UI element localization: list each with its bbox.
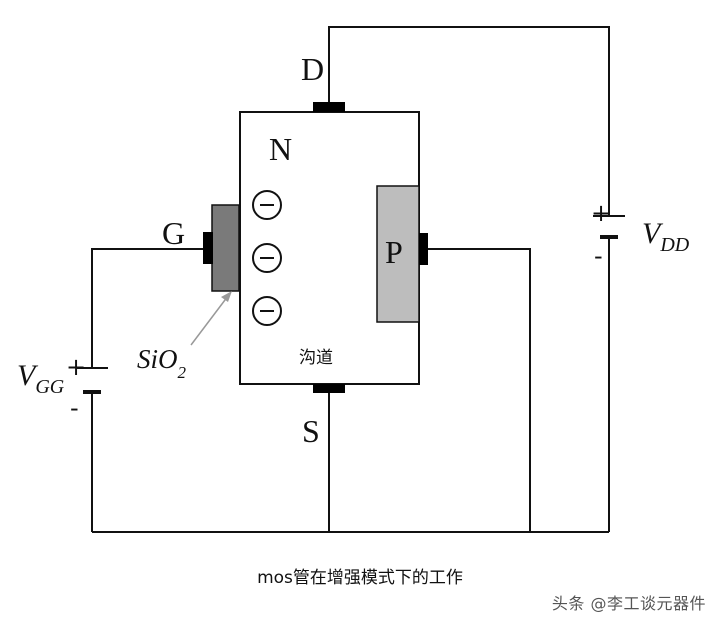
drain-wire: [328, 26, 610, 215]
vdd-label-main: V: [642, 217, 664, 250]
vgg-label-main: V: [17, 359, 39, 392]
p-substrate-wire: [427, 248, 531, 532]
gate-label: G: [162, 215, 185, 251]
vdd-label: VDD: [642, 217, 690, 256]
oxide-arrow: [190, 291, 232, 346]
p-region: [376, 185, 420, 323]
oxide-label-main: SiO: [137, 344, 178, 374]
substrate-n-label: N: [269, 131, 292, 167]
electron-2: [252, 243, 282, 273]
vgg-battery: [76, 367, 108, 402]
vdd-battery: [593, 215, 625, 250]
vgg-label-sub: GG: [35, 376, 64, 398]
p-contact: [419, 233, 428, 265]
gate-wire: [91, 248, 203, 368]
gate-oxide: [211, 204, 240, 292]
drain-contact: [313, 102, 345, 112]
source-label: S: [302, 413, 320, 449]
vgg-minus-sign: -: [70, 394, 79, 422]
vdd-plus-sign: +: [591, 199, 611, 227]
electron-3: [252, 296, 282, 326]
watermark: 头条 @李工谈元器件: [551, 594, 706, 613]
vgg-label: VGG: [17, 359, 65, 398]
vgg-plus-sign: +: [66, 353, 86, 381]
electron-1: [252, 190, 282, 220]
oxide-label: SiO2: [137, 344, 187, 382]
vdd-minus-sign: -: [594, 242, 603, 270]
vdd-label-sub: DD: [659, 234, 689, 256]
source-contact: [313, 384, 345, 393]
drain-label: D: [301, 51, 324, 87]
channel-label: 沟道: [299, 348, 333, 368]
figure-caption: mos管在增强模式下的工作: [257, 568, 463, 588]
gate-contact: [203, 232, 213, 264]
oxide-label-sub: 2: [178, 363, 187, 382]
wires: [91, 26, 610, 533]
p-region-label: P: [385, 234, 403, 270]
